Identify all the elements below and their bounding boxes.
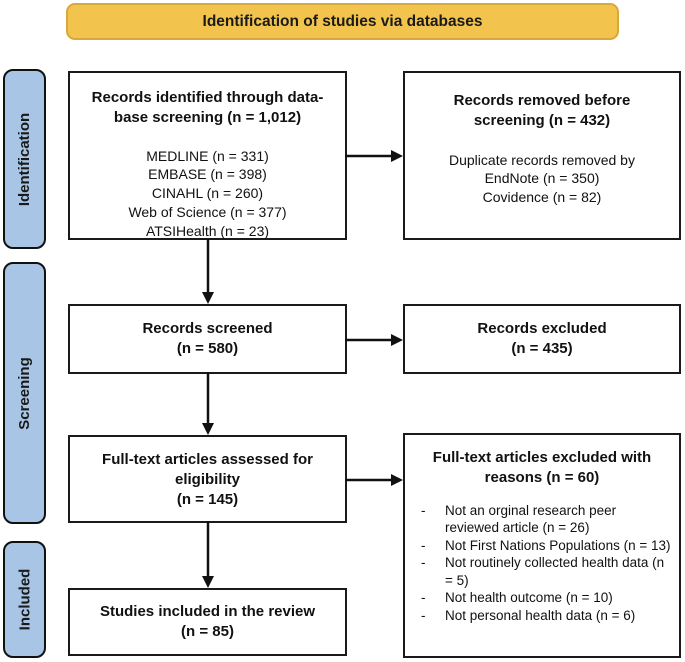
arrow-identified-to-screened-icon: [202, 239, 214, 304]
box-records-removed-body: Duplicate records removed by EndNote (n …: [449, 151, 635, 206]
reason-item: - Not First Nations Populations (n = 13): [405, 537, 679, 555]
dash-bullet: -: [421, 537, 426, 553]
stage-included-text: Included: [16, 568, 34, 631]
box-records-removed: Records removed before screening (n = 43…: [403, 71, 681, 240]
stage-label-screening: Screening: [3, 262, 46, 524]
reason-text: Not health outcome (n = 10): [445, 590, 613, 606]
reason-item: - Not an orginal research peer reviewed …: [405, 502, 679, 537]
reason-text: Not personal health data (n = 6): [445, 607, 636, 623]
stage-identification-text: Identification: [16, 112, 33, 206]
reason-text: Not routinely collected health data (n =…: [445, 555, 665, 588]
arrow-fulltext-to-included-icon: [202, 521, 214, 588]
box-studies-included-title: Studies included in the review (n = 85): [99, 603, 316, 640]
stage-label-included: Included: [3, 541, 46, 658]
reason-item: - Not routinely collected health data (n…: [405, 554, 679, 589]
dash-bullet: -: [421, 607, 426, 623]
dash-bullet: -: [421, 590, 426, 606]
arrow-screened-to-excluded-icon: [345, 334, 403, 346]
box-records-excluded-title: Records excluded (n = 435): [477, 320, 607, 357]
arrow-fulltext-to-excluded-icon: [345, 474, 403, 486]
box-fulltext-excluded: Full-text articles excluded with reasons…: [403, 433, 681, 658]
reason-text: Not an orginal research peer reviewed ar…: [445, 502, 617, 536]
box-records-screened: Records screened (n = 580): [68, 304, 347, 374]
arrow-identified-to-removed-icon: [345, 150, 403, 162]
box-records-identified-title: Records identified through data- base sc…: [91, 89, 324, 126]
reason-item: - Not personal health data (n = 6): [405, 607, 679, 625]
dash-bullet: -: [421, 555, 426, 571]
reason-item: - Not health outcome (n = 10): [405, 589, 679, 607]
box-records-identified: Records identified through data- base sc…: [68, 71, 347, 240]
fulltext-excluded-reasons-list: - Not an orginal research peer reviewed …: [405, 502, 679, 625]
box-fulltext-excluded-title: Full-text articles excluded with reasons…: [432, 449, 652, 486]
box-fulltext-assessed: Full-text articles assessed for eligibil…: [68, 435, 347, 523]
box-records-excluded: Records excluded (n = 435): [403, 304, 681, 374]
arrow-screened-to-fulltext-icon: [202, 372, 214, 435]
reason-text: Not First Nations Populations (n = 13): [445, 537, 671, 553]
banner-label: Identification of studies via databases: [202, 12, 483, 30]
box-records-removed-title: Records removed before screening (n = 43…: [453, 92, 631, 129]
stage-screening-text: Screening: [16, 356, 33, 430]
box-records-screened-title: Records screened (n = 580): [142, 320, 273, 357]
box-fulltext-assessed-title: Full-text articles assessed for eligibil…: [102, 451, 313, 508]
box-studies-included: Studies included in the review (n = 85): [68, 588, 347, 656]
banner-identification-via-databases: Identification of studies via databases: [66, 3, 619, 40]
stage-label-identification: Identification: [3, 69, 46, 249]
dash-bullet: -: [421, 502, 426, 518]
box-records-identified-sources: MEDLINE (n = 331) EMBASE (n = 398) CINAH…: [128, 147, 287, 240]
